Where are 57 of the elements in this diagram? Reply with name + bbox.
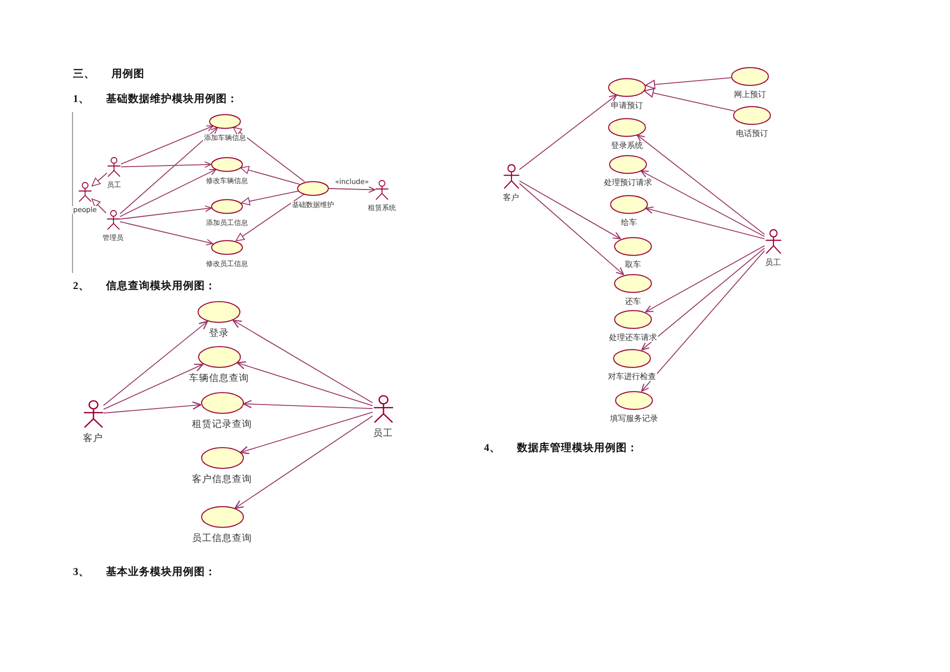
arrow (236, 361, 373, 406)
arrow (519, 94, 618, 170)
use-case-label: 电话预订 (735, 128, 769, 138)
generalization-arrow (241, 190, 299, 206)
subsection-heading: 3、 基本业务模块用例图： (73, 566, 216, 580)
generalization-arrow (92, 172, 108, 186)
use-case-label: 登录 (208, 329, 230, 340)
arrow (636, 134, 765, 235)
arrow (120, 161, 212, 168)
generalization-arrow (644, 88, 736, 112)
actor-name: 客户 (502, 192, 520, 202)
use-case-label: 网上预订 (733, 90, 767, 99)
arrow (645, 245, 765, 312)
use-case-label: 申请预订 (610, 100, 644, 110)
arrow (120, 125, 214, 165)
generalization-arrow (236, 194, 304, 242)
arrow (120, 205, 212, 220)
generalization-arrow (645, 77, 732, 90)
generalization-arrow (240, 166, 300, 185)
arrow (120, 168, 216, 218)
arrow (232, 320, 373, 404)
use-case-label: 取车 (624, 260, 642, 269)
actor-name: 客户 (82, 434, 104, 445)
use-case-label: 还车 (624, 296, 642, 306)
arrow (641, 250, 765, 392)
use-case-label: 租赁记录查询 (191, 420, 253, 431)
use-case-label: 对车进行检查 (607, 372, 657, 381)
arrow (240, 412, 373, 454)
use-case-label: 处理还车请求 (608, 332, 658, 342)
arrow (103, 364, 204, 410)
use-case-label: 处理预订请求 (603, 178, 653, 187)
use-case-label: 登录系统 (610, 140, 644, 150)
use-case-label: 给车 (620, 218, 638, 227)
use-case-label: 客户信息查询 (191, 475, 253, 486)
use-case-label: 填写服务记录 (609, 414, 659, 423)
arrow (120, 221, 214, 246)
arrow (328, 186, 376, 193)
use-case-label: 车辆信息查询 (188, 374, 250, 385)
arrow (641, 248, 765, 350)
arrow (103, 320, 208, 406)
use-case-label: 员工信息查询 (191, 534, 253, 545)
arrow (640, 170, 765, 237)
subsection-heading: 4、 数据库管理模块用例图： (484, 442, 638, 456)
subsection-heading: 2、 信息查询模块用例图： (73, 280, 216, 294)
arrow (120, 127, 218, 214)
generalization-arrow (92, 198, 106, 214)
actor-name: 员工 (372, 429, 394, 440)
arrow (242, 400, 373, 410)
section-heading: 三、 用例图 (73, 68, 145, 82)
arrow (234, 416, 373, 509)
arrow (645, 206, 765, 240)
arrow (519, 180, 622, 240)
arrow (519, 183, 624, 276)
arrow (103, 401, 202, 414)
subsection-heading: 1、 基础数据维护模块用例图： (73, 93, 238, 107)
actor-name: 员工 (764, 258, 782, 267)
generalization-arrow (232, 126, 306, 182)
